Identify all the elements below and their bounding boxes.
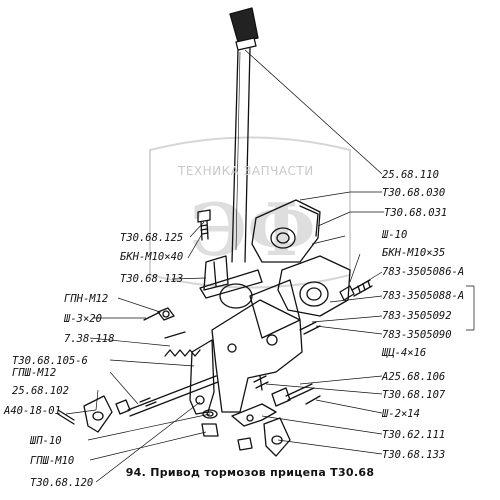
rod-clamp <box>199 255 263 299</box>
label-shts-4x16: ЩЦ-4×16 <box>382 347 427 359</box>
washer-sh-10 <box>202 409 218 419</box>
pin-sh-3x20 <box>143 311 161 321</box>
lower-lever <box>189 339 215 415</box>
label-25-68-110: 25.68.110 <box>382 169 439 181</box>
label-25-68-102: 25.68.102 <box>12 385 69 397</box>
label-7-38-118: 7.38.118 <box>64 333 115 345</box>
label-t30-68-133: Т30.68.133 <box>382 449 446 461</box>
spring <box>164 331 201 357</box>
label-t30-68-107: Т30.68.107 <box>382 389 446 401</box>
washer-sh-3x20 <box>299 321 321 335</box>
lever-rod <box>231 47 251 263</box>
label-bkn-m10x35: БКН-М10×35 <box>382 247 446 259</box>
label-t30-68-031: Т30.68.031 <box>384 207 448 219</box>
label-783-3505088-a: 783-3505088-А <box>382 290 465 302</box>
label-783-3505092: 783-3505092 <box>382 310 452 322</box>
label-gpsh-m10: ГПШ-М10 <box>30 455 75 467</box>
nut-gpn-m12 <box>157 307 175 321</box>
label-gpsh-m12: ГПШ-М12 <box>12 367 57 379</box>
label-t30-62-111: Т30.62.111 <box>382 429 446 441</box>
label-sh-10-top: Ш-10 <box>382 229 408 241</box>
label-t30-68-113: Т30.68.113 <box>120 273 184 285</box>
label-bkn-m10x40: БКН-М10×40 <box>120 251 184 263</box>
bolt-bkn-m10x35 <box>339 279 373 301</box>
label-a25-68-106: А25.68.106 <box>382 371 446 383</box>
fork-t30-68-133 <box>263 417 291 457</box>
label-a40-18-01: А40-18-01 <box>4 405 61 417</box>
label-t30-68-125: Т30.68.125 <box>120 232 184 244</box>
label-783-3505090: 783-3505090 <box>382 329 452 341</box>
label-sh-2x14: Ш-2×14 <box>382 408 420 420</box>
bolt-t30-68-107 <box>253 375 269 391</box>
figure-caption: 94. Привод тормозов прицепа Т30.68 <box>125 466 375 479</box>
lever-handle-grip <box>229 7 259 51</box>
leader-lines <box>65 49 475 483</box>
label-t30-68-030: Т30.68.030 <box>382 187 446 199</box>
pin-sh-2x14 <box>305 395 321 405</box>
tie-rod <box>127 375 219 417</box>
label-783-3505086-a: 783-3505086-А <box>382 266 465 278</box>
nut-gpsh-m10 <box>201 423 219 437</box>
label-t30-68-120: Т30.68.120 <box>30 477 94 489</box>
main-lever-plate <box>211 299 303 413</box>
lever-t30-62-111 <box>231 403 277 427</box>
upper-bracket <box>251 199 321 263</box>
nut-fork <box>237 437 253 451</box>
cotter-pin <box>57 409 75 425</box>
label-gpn-m12: ГПН-М12 <box>64 293 109 305</box>
label-t30-68-105-6: Т30.68.105-6 <box>12 355 88 367</box>
fork-clevis <box>83 395 113 433</box>
nut-gpsh-m12 <box>115 399 131 415</box>
label-sh-3x20: Ш-3×20 <box>64 313 102 325</box>
label-shp-10-bottom: ШП-10 <box>30 435 62 447</box>
watermark-text: ТЕХНИКА ЗАПЧАСТИ <box>178 164 314 178</box>
pin-a25-68-106 <box>271 383 315 407</box>
